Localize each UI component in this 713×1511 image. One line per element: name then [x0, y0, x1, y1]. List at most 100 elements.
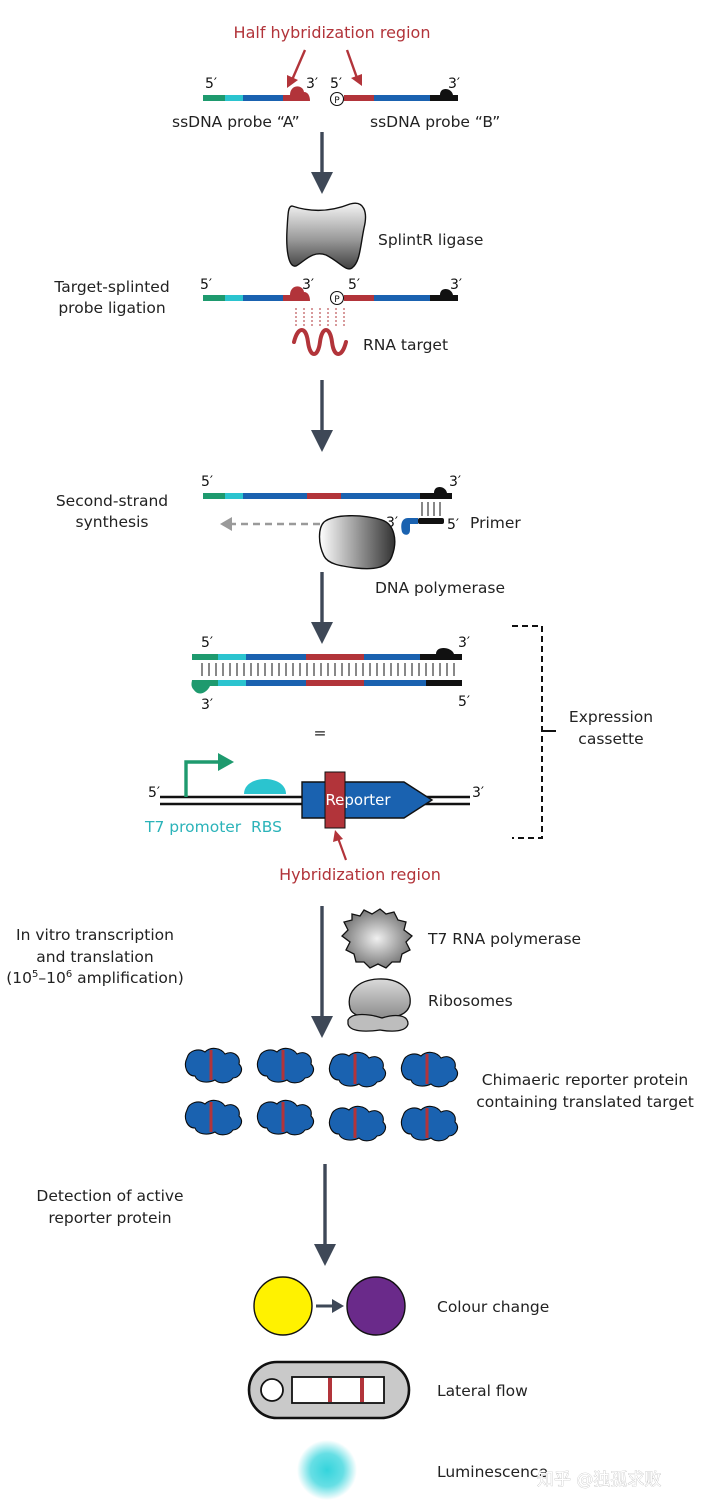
phosphate-circle-2: [329, 290, 345, 306]
ss-5prime: 5′: [201, 474, 213, 490]
ivtt-dash: –10: [38, 969, 65, 987]
ds-top-3prime: 3′: [458, 635, 470, 651]
hybridization-region-arrow: [336, 837, 348, 861]
chimaeric-label-1: Chimaeric reporter protein: [482, 1071, 689, 1089]
t7-rna-polymerase-shape: [341, 908, 413, 969]
second-strand-label-1: Second-strand: [56, 492, 168, 510]
rna-target-wave: [292, 328, 348, 356]
probe-b-label: ssDNA probe “B”: [370, 113, 500, 131]
primer-5prime: 5′: [447, 517, 459, 533]
detection-label-2: reporter protein: [48, 1209, 171, 1227]
target-splinted-label-1: Target-splinted: [53, 278, 169, 296]
colour-change-arrowhead: [332, 1299, 344, 1313]
second-strand-label-2: synthesis: [76, 513, 149, 531]
probe-a-3prime: 3′: [306, 76, 318, 92]
primer-strand: [401, 518, 444, 535]
probe-a-5prime: 5′: [205, 76, 217, 92]
probe-a-label: ssDNA probe “A”: [172, 113, 300, 131]
splintr-ligase-shape: [286, 202, 367, 270]
ligated-probe-a: [203, 286, 310, 301]
ds-base-pair-ticks: [201, 663, 455, 676]
half-hybridization-arrow-b: [345, 49, 359, 79]
ssdna-probe-a: [203, 86, 310, 101]
lateral-flow-window: [291, 1376, 385, 1404]
chimaeric-label-2: containing translated target: [476, 1093, 694, 1111]
ivtt-exponent-2: 6: [66, 969, 72, 980]
lateral-flow-label: Lateral flow: [437, 1382, 528, 1400]
hybridization-region-arrowhead: [333, 830, 343, 842]
expression-cassette-label-1: Expression: [569, 708, 653, 726]
half-hybridization-arrowhead-a: [287, 75, 298, 88]
ligation-5prime-b: 5′: [348, 277, 360, 293]
phosphate-letter-2: P: [334, 295, 340, 305]
flow-arrowhead-3: [311, 622, 333, 644]
rna-hybridization-ticks: [295, 308, 345, 326]
ribosomes-label: Ribosomes: [428, 992, 513, 1010]
lateral-flow-sample-port: [260, 1378, 284, 1402]
luminescence-label: Luminescence: [437, 1463, 548, 1481]
t7-promoter-arrowhead: [218, 753, 234, 771]
chimaeric-protein-2: [255, 1046, 315, 1085]
ds-top-strand: [192, 647, 462, 660]
colour-change-label: Colour change: [437, 1298, 549, 1316]
lateral-flow-test-line: [328, 1378, 332, 1402]
ivtt-exponent-1: 5: [32, 969, 38, 980]
ds-bottom-5prime: 5′: [458, 694, 470, 710]
rna-target-label: RNA target: [363, 336, 448, 354]
expression-cassette-label-2: cassette: [578, 730, 643, 748]
flow-arrowhead-4: [311, 1016, 333, 1038]
primer-label: Primer: [470, 514, 521, 532]
ivtt-open: (10: [6, 969, 32, 987]
ligation-3prime-a: 3′: [302, 277, 314, 293]
chimaeric-protein-3: [327, 1050, 387, 1089]
t7-rna-polymerase-label: T7 RNA polymerase: [427, 930, 581, 948]
ivtt-close: amplification): [72, 969, 184, 987]
lateral-flow-control-line: [360, 1378, 364, 1402]
ligated-template-strand: [203, 486, 452, 499]
target-splinted-label-2: probe ligation: [58, 299, 165, 317]
probe-b-3prime: 3′: [448, 76, 460, 92]
rbs-label: RBS: [251, 818, 282, 836]
hybridization-region-label: Hybridization region: [279, 865, 441, 884]
ivtt-label-2: and translation: [36, 948, 153, 966]
ivtt-label-1: In vitro transcription: [16, 926, 174, 944]
half-hybridization-arrowhead-b: [351, 74, 362, 86]
half-hybridization-arrow-a: [290, 49, 307, 81]
t7-promoter-arrow: [184, 760, 218, 797]
ssdna-probe-b: [344, 88, 458, 101]
ds-bottom-strand: [191, 680, 462, 694]
cassette-3prime: 3′: [472, 785, 484, 801]
ds-top-5prime: 5′: [201, 635, 213, 651]
ivtt-label-3: (105–106 amplification): [6, 969, 184, 987]
chimaeric-protein-8: [399, 1104, 459, 1143]
ribosome-small-subunit: [347, 1013, 409, 1032]
chimaeric-protein-6: [255, 1098, 315, 1137]
luminescence-glow: [297, 1440, 357, 1500]
t7-promoter-label: T7 promoter: [144, 818, 242, 836]
flow-arrowhead-5: [314, 1244, 336, 1266]
cassette-5prime: 5′: [148, 785, 160, 801]
chimaeric-protein-1: [183, 1046, 243, 1085]
reporter-hybridization-band: [324, 771, 346, 829]
ligation-3prime-b: 3′: [450, 277, 462, 293]
watermark-text: 知乎 @独孤求败: [537, 1470, 661, 1490]
dna-polymerase-label: DNA polymerase: [375, 579, 505, 597]
detection-label-1: Detection of active: [36, 1187, 183, 1205]
chimaeric-protein-4: [399, 1050, 459, 1089]
ligated-probe-b: [344, 288, 458, 301]
chimaeric-protein-5: [183, 1098, 243, 1137]
dna-polymerase-shape: [318, 515, 396, 570]
ds-bottom-3prime: 3′: [201, 697, 213, 713]
reporter-label: Reporter: [325, 791, 391, 809]
equals-sign: =: [314, 724, 327, 742]
ss-3prime: 3′: [449, 474, 461, 490]
probe-b-5prime: 5′: [330, 76, 342, 92]
splintr-ligase-label: SplintR ligase: [378, 231, 483, 249]
extension-dashed-arrowhead: [220, 517, 232, 531]
primer-binding-ticks: [421, 502, 441, 516]
flow-arrowhead-2: [311, 430, 333, 452]
rbs-shape: [244, 779, 286, 794]
half-hybridization-label: Half hybridization region: [234, 23, 431, 42]
ligation-5prime-a: 5′: [200, 277, 212, 293]
